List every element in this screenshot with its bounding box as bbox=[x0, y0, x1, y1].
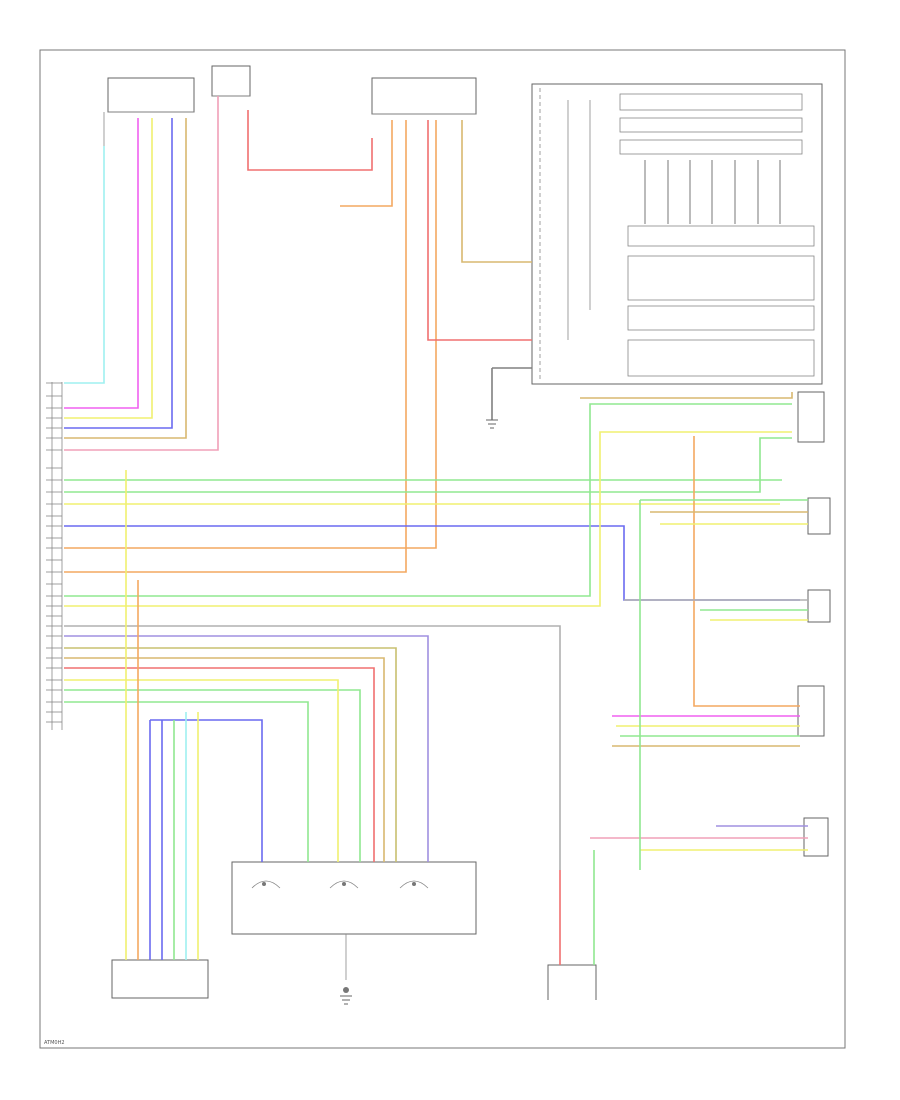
wire-blue bbox=[64, 118, 173, 429]
page-code: ATM0H2 bbox=[44, 1040, 65, 1046]
right-sensor-5 bbox=[803, 817, 829, 857]
wire-yellow-4 bbox=[64, 679, 339, 862]
wire-gray-2 bbox=[491, 367, 532, 420]
wire-tan bbox=[64, 118, 187, 439]
bottom-right-connector bbox=[547, 964, 597, 1000]
right-sensor-1 bbox=[797, 391, 825, 443]
right-sensor-2 bbox=[807, 497, 831, 535]
wire-orange-2 bbox=[64, 120, 437, 549]
wire-red-3 bbox=[64, 667, 375, 862]
wire-yellow bbox=[64, 118, 153, 419]
wire-blue-3 bbox=[150, 719, 263, 862]
wire-red-2 bbox=[427, 120, 532, 341]
wire-orange-1 bbox=[64, 120, 407, 573]
wire-green-4 bbox=[64, 689, 361, 862]
wire-purple bbox=[64, 635, 429, 862]
bottom-left-connector bbox=[111, 959, 209, 999]
wire-green-2 bbox=[64, 437, 792, 493]
wire-cyan bbox=[64, 146, 105, 384]
left-connector-strip bbox=[51, 382, 63, 730]
wire-tan-top-right bbox=[580, 392, 793, 399]
wire-blue-2 bbox=[64, 525, 800, 601]
control-module-block bbox=[531, 83, 823, 385]
wire-green-5 bbox=[64, 701, 309, 862]
top-mid-connector bbox=[211, 65, 251, 97]
wire-orange-small bbox=[340, 120, 393, 207]
wire-tan-3 bbox=[64, 657, 385, 862]
range-switch bbox=[231, 861, 477, 993]
wire-olive bbox=[64, 647, 397, 862]
ground-icon-2 bbox=[340, 995, 352, 1005]
left-strip-pins bbox=[46, 382, 62, 723]
wire-gray-1 bbox=[64, 625, 561, 870]
top-left-connector bbox=[103, 77, 195, 146]
wire-lightpink bbox=[64, 96, 219, 451]
wire-tan-2 bbox=[461, 120, 532, 263]
wires bbox=[64, 96, 808, 965]
ground-icon bbox=[486, 419, 498, 429]
right-sensor-4 bbox=[797, 685, 825, 737]
wire-pink bbox=[64, 118, 139, 409]
right-sensor-3 bbox=[807, 589, 831, 623]
diagram-frame bbox=[39, 49, 846, 1049]
wire-orange-right bbox=[693, 436, 800, 707]
wire-red-top bbox=[247, 110, 373, 171]
module-pins bbox=[644, 160, 781, 224]
wire-green-3 bbox=[64, 403, 792, 597]
top-center-connector bbox=[371, 77, 477, 115]
wire-yellow-3 bbox=[64, 431, 792, 607]
